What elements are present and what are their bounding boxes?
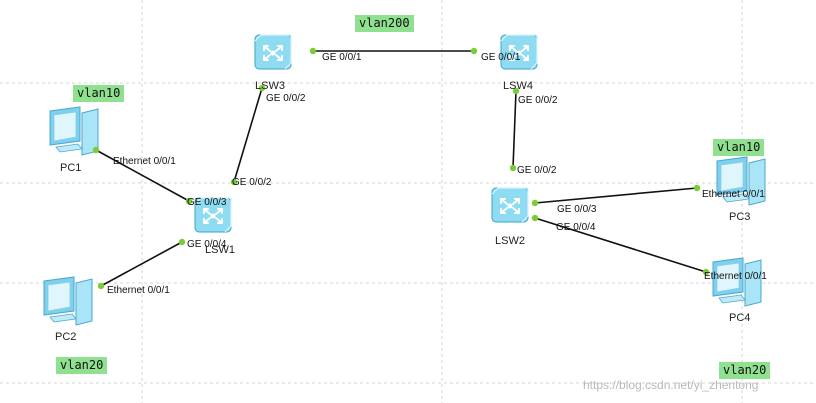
switch-icon[interactable] [500, 34, 538, 70]
port-dot [178, 238, 186, 246]
port-dot [531, 199, 539, 207]
port-label-lsw4: GE 0/0/1 [481, 52, 521, 63]
port-dot [258, 84, 266, 92]
device-label-pc3: PC3 [729, 211, 751, 223]
link-pc2-lsw1[interactable] [100, 241, 183, 287]
pc-icon[interactable] [712, 257, 762, 307]
pc-icon[interactable] [43, 276, 93, 326]
port-label-lsw3: GE 0/0/2 [266, 93, 306, 104]
port-dots-layer [92, 47, 710, 290]
device-label-pc2: PC2 [55, 331, 77, 343]
port-dot [470, 47, 478, 55]
link-lsw2-pc3[interactable] [534, 187, 698, 204]
port-label-pc4: Ethernet 0/0/1 [704, 271, 767, 282]
devices-layer [43, 34, 766, 326]
port-dot [512, 87, 520, 95]
port-label-lsw4: GE 0/0/2 [518, 95, 558, 106]
pc-icon[interactable] [49, 106, 99, 156]
port-label-lsw2: GE 0/0/3 [557, 204, 597, 215]
device-label-lsw3: LSW3 [255, 80, 285, 92]
port-dot [309, 47, 317, 55]
port-label-lsw1: GE 0/0/3 [187, 197, 227, 208]
port-dot [509, 164, 517, 172]
port-dot [230, 178, 238, 186]
vlan-tag-vlan10-left: vlan10 [73, 85, 125, 102]
switch-icon[interactable] [254, 34, 292, 70]
vlan-tag-vlan20-left: vlan20 [56, 357, 108, 374]
device-label-lsw4: LSW4 [503, 80, 533, 92]
device-label-pc1: PC1 [60, 162, 82, 174]
port-label-lsw3: GE 0/0/1 [322, 52, 362, 63]
device-label-lsw1: LSW1 [205, 244, 235, 256]
port-dot [702, 268, 710, 276]
link-pc1-lsw1[interactable] [95, 149, 190, 202]
port-label-lsw1: GE 0/0/2 [232, 177, 272, 188]
port-label-pc1: Ethernet 0/0/1 [113, 156, 176, 167]
port-dot [97, 282, 105, 290]
watermark-text: https://blog.csdn.net/yi_zhentong [583, 378, 759, 392]
device-label-pc4: PC4 [729, 312, 751, 324]
port-dot [693, 184, 701, 192]
port-label-pc2: Ethernet 0/0/1 [107, 285, 170, 296]
port-label-lsw2: GE 0/0/2 [517, 165, 557, 176]
port-dot [185, 197, 193, 205]
vlan-tag-vlan10-right: vlan10 [713, 139, 765, 156]
link-lsw2-pc4[interactable] [534, 217, 707, 273]
port-label-lsw1: GE 0/0/4 [187, 239, 227, 250]
links-layer [95, 50, 707, 287]
vlan-tag-vlan20-right: vlan20 [719, 362, 771, 379]
link-lsw3-lsw1[interactable] [233, 87, 263, 183]
switch-icon[interactable] [491, 187, 529, 223]
vlan-tag-vlan200-top: vlan200 [355, 15, 414, 32]
port-dot [531, 214, 539, 222]
device-label-lsw2: LSW2 [495, 235, 525, 247]
port-label-pc3: Ethernet 0/0/1 [702, 189, 765, 200]
port-dot [92, 146, 100, 154]
link-lsw4-lsw2[interactable] [512, 90, 517, 169]
pc-icon[interactable] [716, 156, 766, 206]
port-label-lsw2: GE 0/0/4 [556, 222, 596, 233]
switch-icon[interactable] [194, 197, 232, 233]
